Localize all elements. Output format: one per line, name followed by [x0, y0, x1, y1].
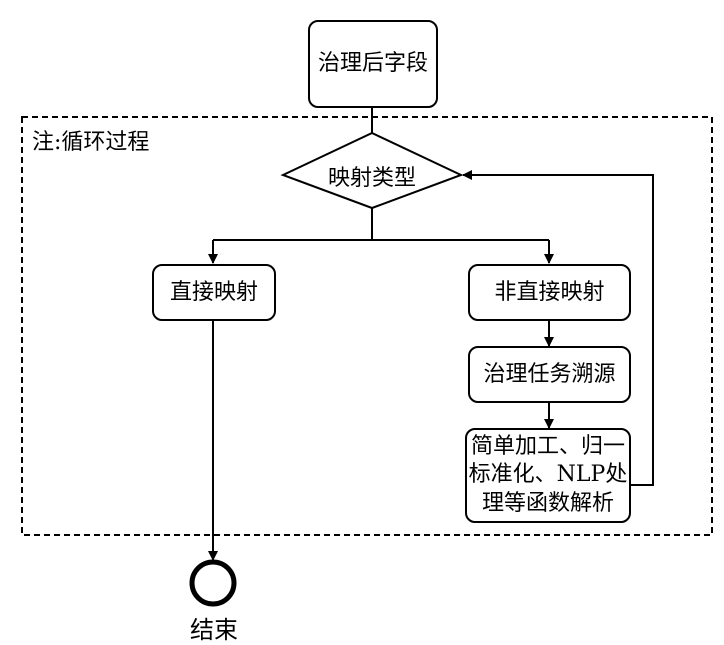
parse-label-line2: 标准化、NLP处	[468, 462, 628, 488]
parse-node: 简单加工、归一 标准化、NLP处 理等函数解析	[465, 428, 631, 523]
decision-label: 映射类型	[327, 166, 416, 191]
loop-note: 注:循环过程	[32, 130, 150, 155]
start-node-label: 治理后字段	[317, 51, 428, 77]
indirect-mapping-node: 非直接映射	[468, 264, 631, 321]
trace-node: 治理任务溯源	[468, 346, 631, 403]
end-circle	[189, 559, 237, 607]
edge-loop-back	[462, 170, 654, 486]
loop-region	[21, 116, 713, 536]
trace-label: 治理任务溯源	[483, 361, 616, 387]
indirect-mapping-label: 非直接映射	[494, 279, 605, 305]
direct-mapping-node: 直接映射	[152, 264, 276, 321]
end-label: 结束	[190, 616, 238, 644]
direct-mapping-label: 直接映射	[169, 279, 258, 305]
parse-label-line1: 简单加工、归一	[470, 433, 625, 459]
parse-label-line3: 理等函数解析	[481, 490, 614, 516]
start-node: 治理后字段	[308, 20, 438, 108]
